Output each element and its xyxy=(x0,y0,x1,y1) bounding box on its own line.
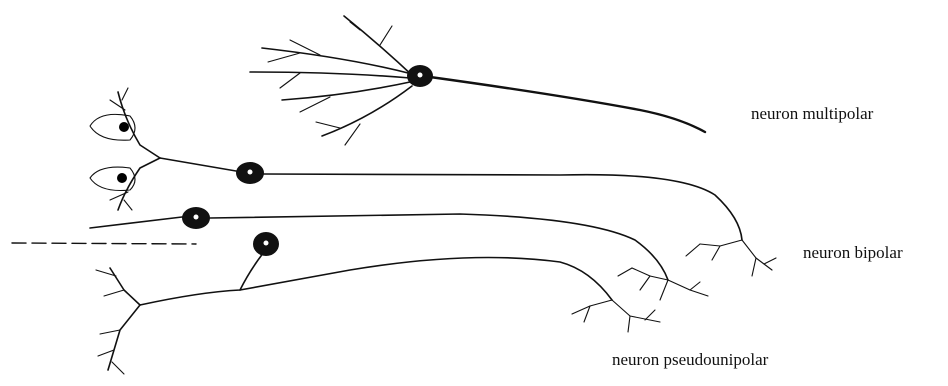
bipolar-dendrites-upper xyxy=(90,88,160,210)
label-neuron-multipolar: neuron multipolar xyxy=(751,104,873,124)
pseudounipolar-neuron xyxy=(12,232,660,374)
axon-terminal-upper xyxy=(686,240,776,276)
central-terminal xyxy=(96,268,140,374)
bipolar-axon-lower xyxy=(210,214,668,280)
pseudounipolar-stem xyxy=(240,252,264,290)
bipolar-neuron-lower xyxy=(90,207,708,300)
multipolar-neuron xyxy=(250,16,705,145)
peripheral-terminal xyxy=(572,300,660,332)
multipolar-dendrites xyxy=(250,16,414,145)
label-neuron-pseudounipolar: neuron pseudounipolar xyxy=(612,350,768,370)
multipolar-axon xyxy=(430,77,705,132)
dashed-line xyxy=(12,243,196,244)
multipolar-nucleus xyxy=(418,73,423,78)
bipolar-nucleus-lower xyxy=(194,215,199,220)
receptor-nucleus-lower xyxy=(117,173,127,183)
bipolar-neuron-upper xyxy=(90,88,776,276)
pseudounipolar-nucleus xyxy=(264,241,269,246)
pseudounipolar-peripheral-branch xyxy=(140,258,612,306)
bipolar-axon-upper xyxy=(264,174,742,240)
axon-terminal-lower xyxy=(618,268,708,300)
label-neuron-bipolar: neuron bipolar xyxy=(803,243,903,263)
bipolar-process-upper xyxy=(160,158,236,171)
bipolar-nucleus-upper xyxy=(248,170,253,175)
receptor-nucleus-upper xyxy=(119,122,129,132)
bipolar-process-lower xyxy=(90,217,182,228)
